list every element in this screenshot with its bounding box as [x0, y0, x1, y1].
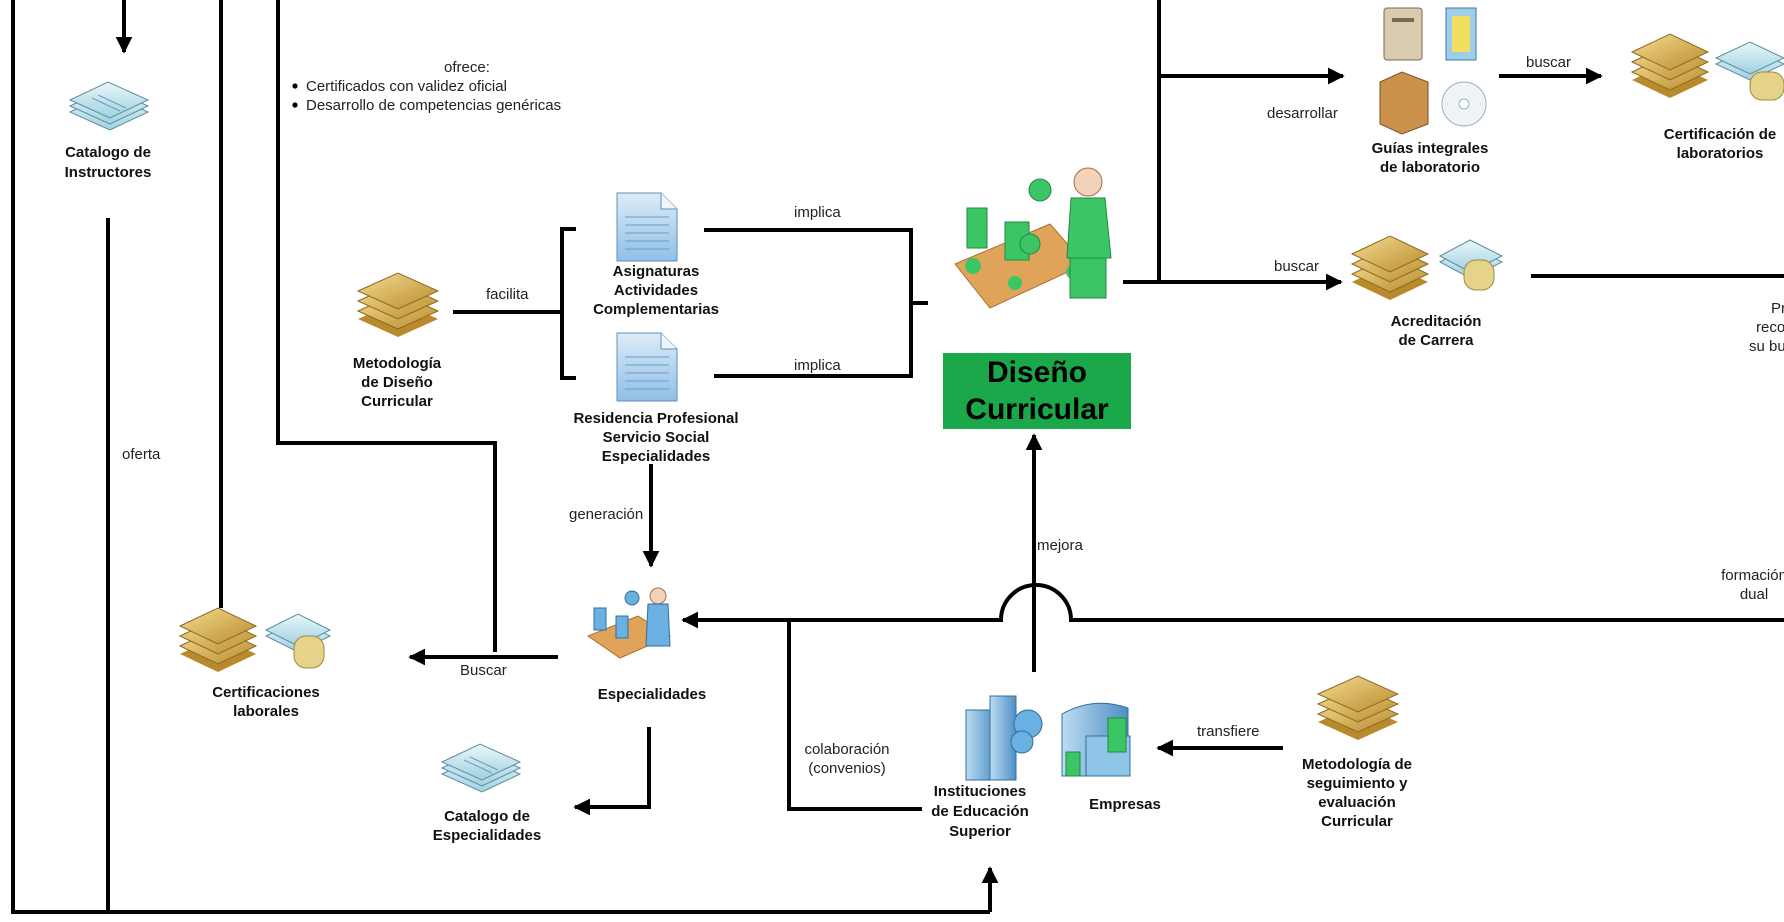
node-cert-laborales-2: laborales	[233, 703, 299, 720]
label-dual: dual	[1740, 586, 1768, 603]
connector-lines	[11, 0, 1784, 914]
title-box: Diseño Curricular	[943, 353, 1131, 429]
database-certificate-icon	[1630, 33, 1784, 101]
label-formacion: formación	[1721, 567, 1784, 584]
label-cut-3: su bu	[1749, 338, 1784, 355]
node-metodologia-diseno-1: Metodología	[353, 355, 442, 372]
node-metodologia-seguimiento-4: Curricular	[1321, 813, 1393, 830]
label-buscar-caps: Buscar	[460, 662, 507, 679]
node-cert-laboratorios-1: Certificación de	[1664, 126, 1777, 143]
ofrece-item-2: Desarrollo de competencias genéricas	[306, 97, 561, 114]
node-metodologia-seguimiento-3: evaluación	[1318, 794, 1396, 811]
node-metodologia-diseno-2: de Diseño	[361, 374, 433, 391]
office-building-icon	[1061, 702, 1131, 777]
label-buscar-1: buscar	[1526, 54, 1571, 71]
node-especialidades: Especialidades	[598, 686, 706, 703]
label-mejora: mejora	[1037, 537, 1084, 554]
label-generacion: generación	[569, 506, 643, 523]
title-line-2: Curricular	[965, 393, 1109, 426]
label-colaboracion-2: (convenios)	[808, 760, 886, 777]
node-instituciones-3: Superior	[949, 823, 1011, 840]
node-acreditacion-2: de Carrera	[1398, 332, 1474, 349]
label-colaboracion-1: colaboración	[804, 741, 889, 758]
node-metodologia-diseno-3: Curricular	[361, 393, 433, 410]
node-asignaturas-1: Asignaturas	[613, 263, 700, 280]
node-metodologia-seguimiento-1: Metodología de	[1302, 756, 1412, 773]
node-metodologia-seguimiento-2: seguimiento y	[1307, 775, 1409, 792]
node-residencia-1: Residencia Profesional	[573, 410, 738, 427]
node-labels: Catalogo de Instructores Metodología de …	[65, 126, 1777, 844]
node-cert-laborales-1: Certificaciones	[212, 684, 320, 701]
node-catalogo-especialidades-1: Catalogo de	[444, 808, 530, 825]
node-catalogo-instructores-2: Instructores	[65, 164, 152, 181]
node-guias-2: de laboratorio	[1380, 159, 1480, 176]
buildings-icon	[965, 695, 1043, 781]
database-certificate-icon	[1350, 235, 1504, 300]
node-instituciones-2: de Educación	[931, 803, 1029, 820]
document-icon	[616, 332, 678, 402]
node-residencia-3: Especialidades	[602, 448, 710, 465]
document-icon	[616, 192, 678, 262]
label-implica-1: implica	[794, 204, 841, 221]
title-line-1: Diseño	[987, 356, 1087, 389]
node-catalogo-instructores-1: Catalogo de	[65, 144, 151, 161]
node-empresas: Empresas	[1089, 796, 1161, 813]
label-facilita: facilita	[486, 286, 529, 303]
node-acreditacion-1: Acreditación	[1391, 313, 1482, 330]
database-icon	[356, 272, 440, 337]
assembly-worker-icon	[954, 167, 1112, 309]
node-catalogo-especialidades-2: Especialidades	[433, 827, 541, 844]
node-asignaturas-2: Actividades	[614, 282, 698, 299]
stack-doc-icon	[440, 743, 522, 793]
label-implica-2: implica	[794, 357, 841, 374]
ofrece-heading: ofrece:	[444, 59, 490, 76]
node-cert-laboratorios-2: laboratorios	[1677, 145, 1764, 162]
label-desarrollar: desarrollar	[1267, 105, 1338, 122]
node-guias-1: Guías integrales	[1372, 140, 1489, 157]
ofrece-item-1: Certificados con validez oficial	[306, 78, 507, 95]
label-oferta: oferta	[122, 446, 161, 463]
database-icon	[1316, 675, 1400, 740]
lab-resources-icon	[1379, 7, 1487, 135]
assembly-worker-icon	[586, 587, 672, 659]
stack-doc-icon	[68, 81, 150, 131]
edge-labels: facilita implica implica desarrollar bus…	[122, 54, 1784, 777]
label-transfiere: transfiere	[1197, 723, 1260, 740]
node-residencia-2: Servicio Social	[603, 429, 710, 446]
database-certificate-icon	[178, 607, 332, 672]
node-instituciones-1: Instituciones	[934, 783, 1027, 800]
label-cut-1: Pr	[1771, 300, 1784, 317]
label-cut-2: reco	[1756, 319, 1784, 336]
ofrece-list: ofrece: Certificados con validez oficial…	[292, 59, 561, 114]
node-asignaturas-3: Complementarias	[593, 301, 719, 318]
label-buscar-2: buscar	[1274, 258, 1319, 275]
